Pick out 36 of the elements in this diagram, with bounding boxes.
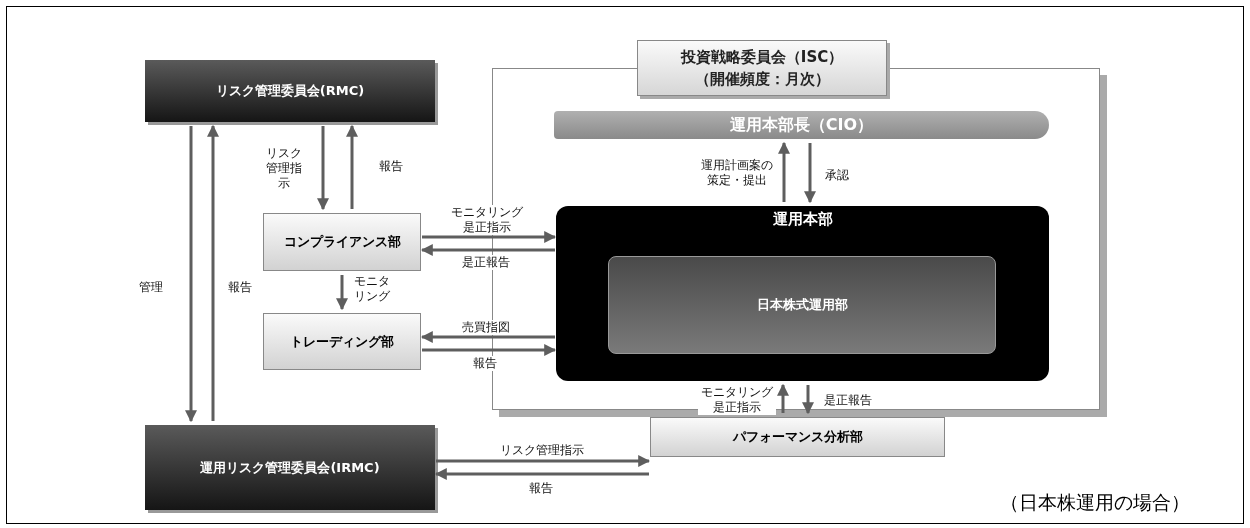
edge-label: 報告 bbox=[526, 481, 556, 496]
committee-box: 運用リスク管理委員会(IRMC) bbox=[145, 425, 435, 510]
arrow bbox=[777, 383, 789, 413]
heading-box: 投資戦略委員会（ISC）（開催頻度：月次） bbox=[637, 40, 887, 96]
arrow bbox=[802, 385, 814, 415]
department-box: 日本株式運用部 bbox=[608, 256, 996, 354]
edge-label: 報告 bbox=[470, 356, 500, 371]
committee-box: リスク管理委員会(RMC) bbox=[145, 60, 435, 122]
caption: （日本株運用の場合） bbox=[1000, 490, 1190, 515]
executive-bar: 運用本部長（CIO） bbox=[554, 111, 1049, 139]
arrow bbox=[317, 126, 329, 211]
arrow bbox=[346, 124, 358, 209]
arrow bbox=[434, 468, 649, 480]
edge-label: モニタリング bbox=[352, 274, 392, 304]
division-panel bbox=[556, 206, 1049, 381]
arrow bbox=[422, 231, 557, 243]
edge-label: 承認 bbox=[822, 168, 852, 183]
arrow bbox=[420, 244, 555, 256]
arrow bbox=[778, 141, 790, 202]
edge-label: 報告 bbox=[376, 159, 406, 174]
panel-title: 運用本部 bbox=[771, 210, 834, 229]
edge-label: リスク管理指示 bbox=[264, 146, 304, 191]
edge-label: モニタリング是正指示 bbox=[448, 205, 526, 235]
arrow bbox=[420, 331, 555, 343]
department-box: トレーディング部 bbox=[263, 313, 421, 370]
arrow bbox=[207, 124, 219, 421]
arrow bbox=[436, 455, 651, 467]
arrow bbox=[336, 275, 348, 311]
edge-label: 報告 bbox=[225, 280, 255, 295]
edge-label: モニタリング是正指示 bbox=[698, 385, 776, 415]
arrow bbox=[185, 126, 197, 423]
department-box: コンプライアンス部 bbox=[263, 213, 421, 271]
department-box: パフォーマンス分析部 bbox=[650, 417, 945, 457]
arrow bbox=[804, 143, 816, 204]
arrow bbox=[422, 344, 557, 356]
edge-label: 管理 bbox=[136, 280, 166, 295]
